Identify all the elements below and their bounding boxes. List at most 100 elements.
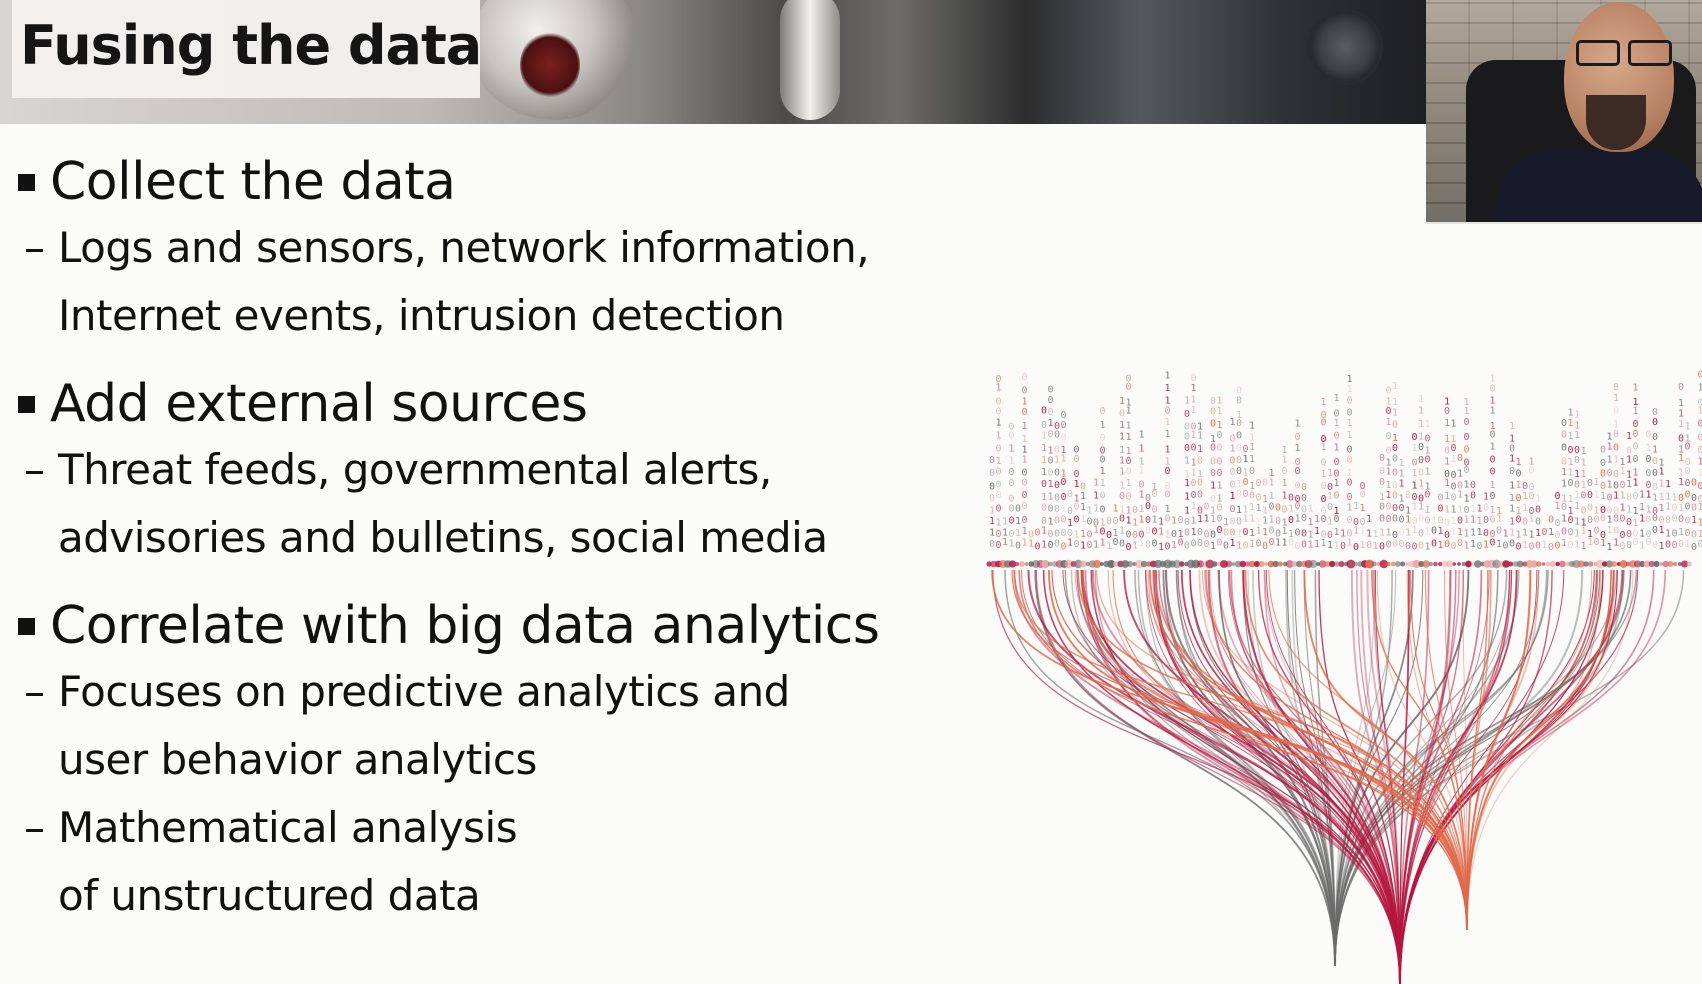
binary-digit: 0 [1074,502,1080,513]
binary-digit: 1 [1451,516,1457,527]
binary-digit: 0 [1451,443,1457,454]
binary-digit: 1 [1009,539,1015,550]
binary-digit: 0 [1529,491,1535,502]
binary-digit: 0 [1106,516,1112,527]
data-dot [1267,560,1275,568]
binary-digit: 1 [1165,395,1171,406]
binary-digit: 1 [1210,514,1216,525]
binary-digit: 0 [1217,430,1223,441]
binary-digit: 0 [1288,493,1294,504]
binary-digit: 1 [1516,457,1522,468]
data-dot [1643,560,1651,568]
data-dot [1681,560,1689,568]
binary-digit: 0 [1223,540,1229,551]
funnel-curve [1153,569,1401,984]
binary-digit: 0 [1301,504,1307,515]
data-dot [1379,559,1389,569]
binary-digit: 0 [1152,505,1158,516]
binary-digit: 1 [1581,480,1587,491]
binary-digit: 1 [1139,538,1145,549]
binary-digit: 0 [1438,493,1444,504]
binary-digit: 0 [1464,465,1470,476]
bullet-group: Add external sources –Threat feeds, gove… [18,372,978,572]
binary-digit: 1 [1509,493,1515,504]
title-box [12,0,480,98]
binary-digit: 1 [1600,491,1606,502]
binary-digit: 0 [996,374,1002,385]
funnel-curve [1081,569,1468,931]
binary-digit: 0 [1386,514,1392,525]
binary-digit: 1 [1165,445,1171,456]
binary-digit: 1 [1633,382,1639,393]
data-dot [1395,561,1401,567]
binary-digit: 0 [1399,528,1405,539]
binary-digit: 0 [1672,540,1678,551]
binary-digit: 0 [1145,501,1151,512]
binary-digit: 1 [1191,527,1197,538]
binary-digit: 1 [1646,443,1652,454]
binary-digit: 1 [1451,434,1457,445]
binary-digit: 0 [1165,466,1171,477]
glasses-icon [1576,40,1676,66]
binary-digit: 1 [1126,421,1132,432]
binary-digit: 0 [1249,490,1255,501]
binary-digit: 0 [1685,528,1691,539]
funnel-curve [1466,569,1593,931]
binary-digit: 1 [1503,529,1509,540]
data-dot [1047,561,1053,567]
binary-digit: 1 [1607,454,1613,465]
binary-digit: 1 [1210,506,1216,517]
binary-digit: 0 [1048,395,1054,406]
binary-digit: 1 [1418,394,1424,405]
binary-digit: 0 [1366,540,1372,551]
binary-digit: 0 [1126,381,1132,392]
binary-digit: 0 [1613,481,1619,492]
binary-digit: 0 [1418,529,1424,540]
data-dot [1248,560,1256,568]
binary-digit: 0 [1392,491,1398,502]
funnel-curve [1081,569,1401,984]
binary-digit: 0 [1451,482,1457,493]
binary-digit: 0 [1041,502,1047,513]
binary-digit: 1 [1529,513,1535,524]
binary-digit: 0 [1152,539,1158,550]
binary-digit: 0 [1184,431,1190,442]
binary-digit: 1 [1464,541,1470,552]
binary-digit: 0 [1646,468,1652,479]
binary-digit: 1 [1490,480,1496,491]
binary-digit: 1 [1197,431,1203,442]
binary-digit: 0 [1282,466,1288,477]
binary-digit: 1 [1119,420,1125,431]
funnel-curve [1399,569,1457,984]
binary-digit: 0 [1178,538,1184,549]
binary-digit: 0 [1327,530,1333,541]
binary-digit: 0 [1191,421,1197,432]
binary-digit: 1 [1412,468,1418,479]
binary-digit: 1 [1308,530,1314,541]
binary-digit: 0 [1074,454,1080,465]
binary-digit: 0 [1217,468,1223,479]
data-dot [1583,561,1589,567]
binary-digit: 0 [1054,504,1060,515]
funnel-curve [1201,569,1468,931]
binary-digit: 1 [1600,538,1606,549]
binary-digit: 1 [1639,502,1645,513]
binary-digit: 1 [1230,444,1236,455]
binary-digit: 0 [1210,457,1216,468]
binary-digit: 0 [1080,481,1086,492]
binary-digit: 1 [1002,528,1008,539]
funnel-curve [1076,569,1401,984]
binary-digit: 0 [1054,539,1060,550]
binary-digit: 0 [1392,514,1398,525]
binary-digit: 1 [1548,527,1554,538]
binary-digit: 1 [1685,434,1691,445]
binary-digit: 0 [1321,481,1327,492]
binary-digit: 1 [1327,517,1333,528]
binary-digit: 1 [1418,406,1424,417]
binary-digit: 0 [1633,454,1639,465]
bullet-heading-text: Add external sources [50,374,588,434]
binary-digit: 0 [1210,530,1216,541]
binary-digit: 1 [1392,381,1398,392]
binary-digit: 1 [1165,529,1171,540]
